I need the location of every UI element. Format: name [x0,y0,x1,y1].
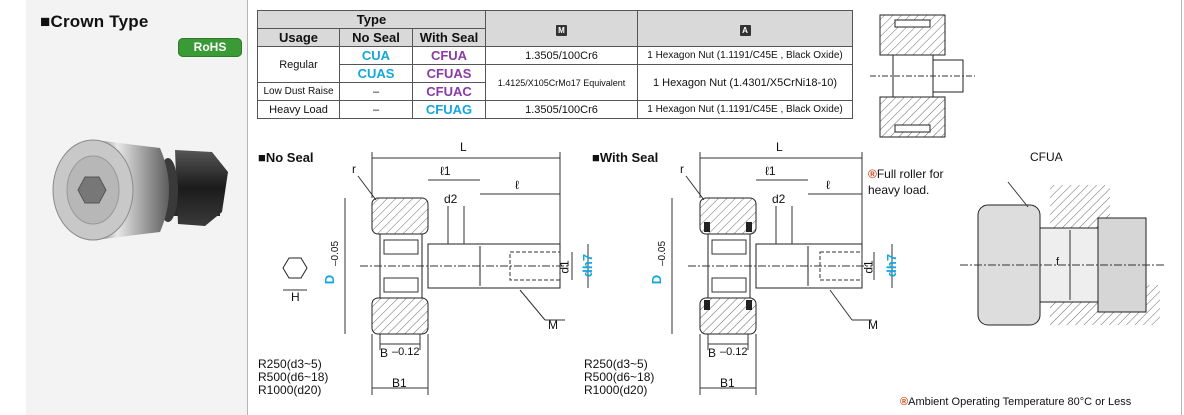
table-row: Low Dust Raise – CFUAC [257,82,853,101]
noseal-cell: CUAS [339,64,413,83]
dim-B1: B1 [392,376,407,390]
usage-cell: Heavy Load [257,100,340,119]
withseal-cell: CFUAC [412,82,486,101]
ambient-note: ®Ambient Operating Temperature 80°C or L… [900,396,1132,408]
dim-B1: B1 [720,376,735,390]
dim-d2: d2 [772,192,786,206]
usage-cell: Regular [257,46,340,83]
dim-M: M [548,318,558,332]
cfua-label: CFUA [1030,150,1063,164]
dim-D-tol: –0.05 [657,240,669,267]
product-photo [52,139,228,241]
dim-D: D [649,274,665,285]
with-seal-drawing [671,152,893,395]
accessory-cell: 1 Hexagon Nut (1.4301/X5CrNi18-10) [637,64,853,101]
accessory-cell: 1 Hexagon Nut (1.1191/C45E , Black Oxide… [637,100,853,119]
noseal-cell: – [339,100,413,119]
noseal-cell: – [339,82,413,101]
dim-M: M [868,318,878,332]
dim-D-tol: –0.05 [330,240,342,267]
type-header: Type [257,10,486,29]
noseal-cell: CUA [339,46,413,65]
page-title: ■Crown Type [40,12,149,31]
noseal-header: No Seal [339,28,413,47]
table-row: Heavy Load – CFUAG 1.3505/100Cr6 1 Hexag… [257,100,853,119]
dim-dh7: dh7 [884,253,900,278]
material-cell: 1.3505/100Cr6 [485,46,638,65]
spec-table: Type M A Usage No Seal With Seal Regular… [257,10,853,119]
dim-r: r [680,162,684,176]
no-seal-label: ■No Seal [258,150,314,165]
accessory-icon: A [739,25,751,36]
dim-l: ℓ [826,178,830,192]
material-cell: 1.3505/100Cr6 [485,100,638,119]
dim-H: H [291,290,300,304]
withseal-header: With Seal [412,28,486,47]
usage-cell: Low Dust Raise [257,82,340,101]
dim-L: L [460,140,467,154]
dim-B: B [708,346,717,360]
dim-dh7: dh7 [580,253,596,278]
dim-B-tol: –0.12 [392,346,420,358]
dim-r: r [352,162,356,176]
dim-d1: d1 [557,260,572,274]
dim-L: L [776,140,783,154]
accessory-col-header: A [637,10,853,47]
r-values-no-seal: R250(d3~5) R500(d6~18) R1000(d20) [258,357,329,397]
rohs-badge: RoHS [178,38,242,57]
no-seal-drawing [282,152,589,395]
note-icon: ® [868,167,877,181]
dim-l: ℓ [515,178,519,192]
table-row: CUAS CFUAS 1.4125/X105CrMo17 Equivalent … [258,64,853,101]
dim-l1: ℓ1 [765,164,776,178]
withseal-cell: CFUAS [412,64,486,83]
dim-D: D [322,274,338,285]
accessory-cell: 1 Hexagon Nut (1.1191/C45E , Black Oxide… [637,46,853,65]
dim-l1: ℓ1 [440,164,451,178]
material-cell: 1.4125/X105CrMo17 Equivalent [485,64,638,101]
table-row: Regular CUA CFUA 1.3505/100Cr6 1 Hexagon… [257,46,853,83]
cfua-drawing [960,181,1165,326]
withseal-cell: CFUA [412,46,486,65]
material-icon: M [556,25,567,36]
dim-f: f [1056,256,1060,268]
section-drawing-top [870,14,975,138]
dim-d1: d1 [861,260,876,274]
note-icon: ® [900,396,909,408]
material-col-header: M [485,10,638,47]
usage-header: Usage [257,28,340,47]
with-seal-label: ■With Seal [592,150,659,165]
dim-B: B [380,346,389,360]
withseal-cell: CFUAG [412,100,486,119]
full-roller-note: ®Full roller for heavy load. [868,167,944,197]
dim-d2: d2 [444,192,458,206]
r-values-with-seal: R250(d3~5) R500(d6~18) R1000(d20) [584,357,655,397]
dim-B-tol: –0.12 [720,346,748,358]
